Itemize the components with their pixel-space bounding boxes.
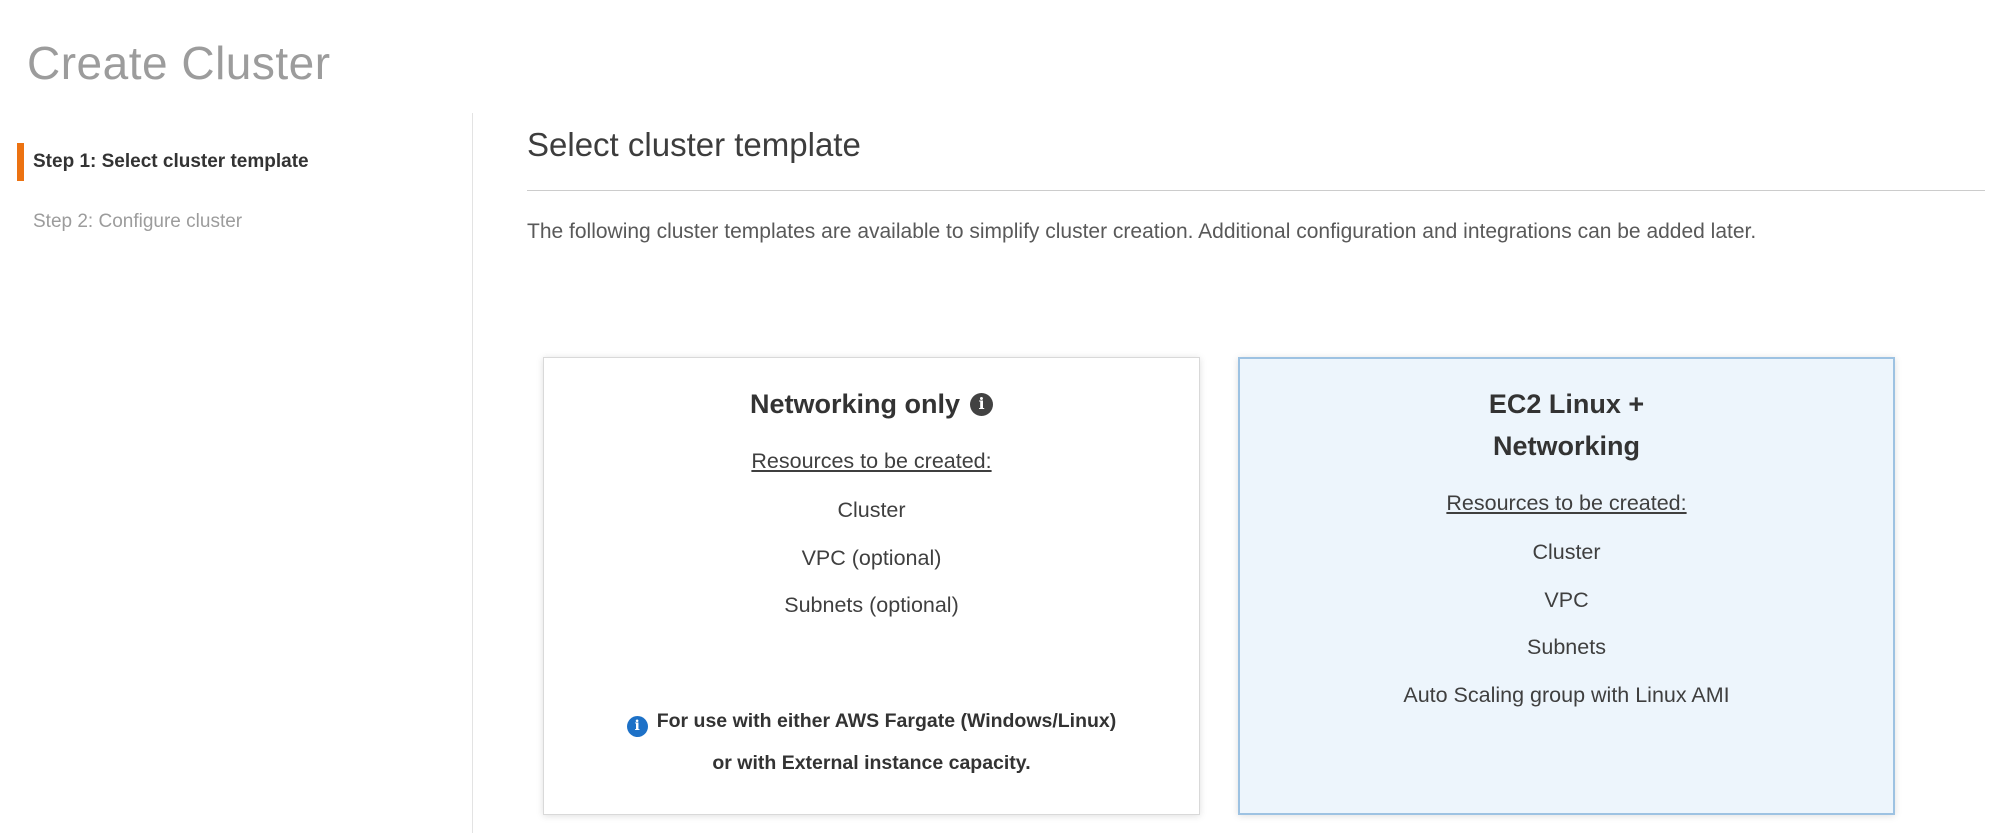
page-title: Create Cluster [27, 37, 331, 89]
resources-heading: Resources to be created: [1446, 491, 1687, 515]
step-nav: Step 1: Select cluster template Step 2: … [0, 143, 470, 241]
resource-item: Auto Scaling group with Linux AMI [1403, 682, 1730, 707]
section-heading: Select cluster template [527, 126, 861, 163]
resource-item: VPC [1544, 587, 1589, 612]
section-description: The following cluster templates are avai… [527, 220, 1757, 243]
card-title-row: Networking only i [750, 383, 993, 425]
card-title: EC2 Linux + Networking [1488, 389, 1645, 461]
note-info-icon: i [626, 715, 648, 737]
step-item-2[interactable]: Step 2: Configure cluster [33, 211, 243, 232]
template-card-ec2-linux-networking[interactable]: EC2 Linux + Networking Resources to be c… [1238, 357, 1895, 815]
card-title: Networking only [749, 389, 960, 419]
main-content: Select cluster template The following cl… [527, 0, 1987, 256]
cluster-template-cards: Networking only i Resources to be create… [543, 357, 1895, 815]
template-card-networking-only[interactable]: Networking only i Resources to be create… [543, 357, 1200, 815]
resource-item: Subnets (optional) [784, 593, 959, 617]
resource-item: Cluster [1532, 540, 1601, 564]
resource-item: VPC (optional) [801, 545, 942, 570]
content-divider [472, 113, 473, 833]
info-icon[interactable]: i [970, 392, 993, 416]
resource-item: Subnets [1527, 635, 1606, 659]
card-title-row: EC2 Linux + Networking [1434, 383, 1699, 467]
card-note: i For use with either AWS Fargate (Window… [619, 700, 1124, 784]
card-note-text: For use with either AWS Fargate (Windows… [656, 710, 1117, 774]
resource-item: Cluster [837, 498, 906, 522]
step-item-1[interactable]: Step 1: Select cluster template [17, 143, 470, 181]
resources-heading: Resources to be created: [751, 449, 992, 473]
section-divider [527, 190, 1985, 191]
